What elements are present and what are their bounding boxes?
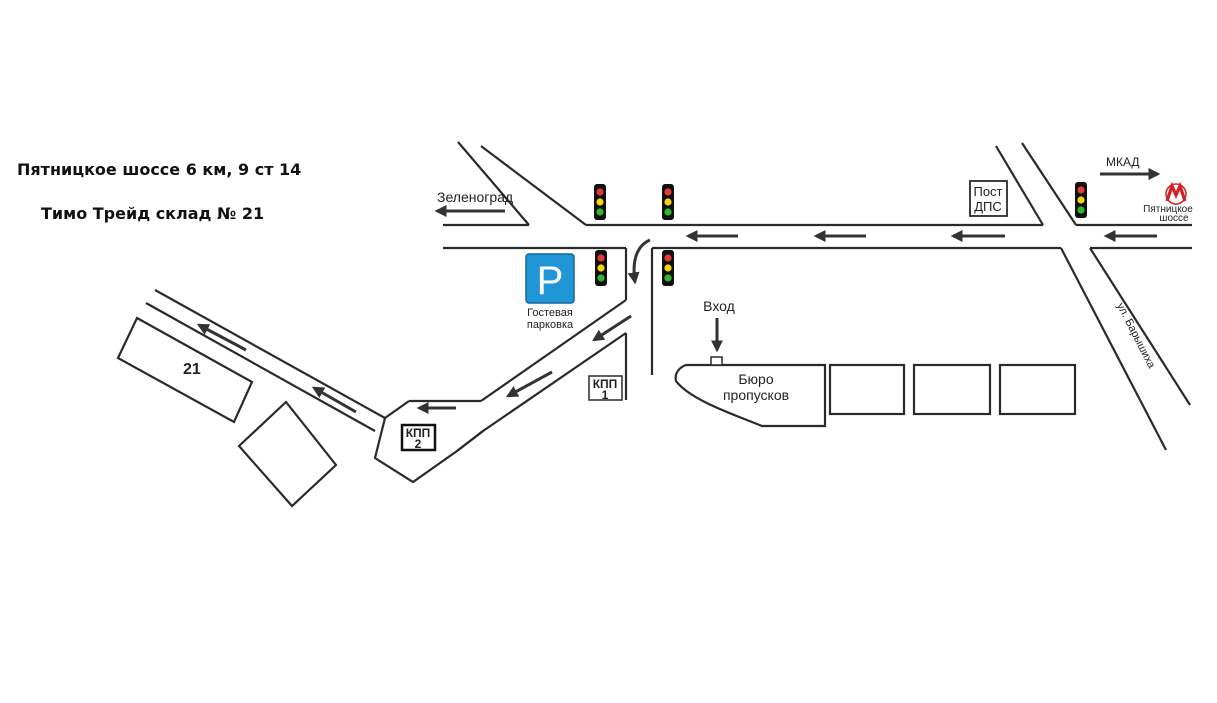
warehouse-building-2: [237, 400, 338, 508]
warehouse-road: [145, 289, 386, 432]
side-road: [624, 248, 654, 400]
svg-text:P: P: [537, 259, 564, 303]
parking-label-line1: Гостевая: [527, 307, 573, 319]
bureau-label-line1: Бюро: [738, 371, 773, 387]
zelenograd-label: Зеленоград: [437, 189, 513, 205]
metro-icon: [1165, 181, 1187, 205]
direction-arrow-icon: [311, 386, 357, 414]
turn-arrow-icon: [627, 238, 651, 285]
mkad-label: МКАД: [1106, 155, 1140, 169]
building-b: [912, 363, 992, 416]
address-title: Пятницкое шоссе 6 км, 9 ст 14: [17, 160, 302, 179]
direction-arrow-icon: [591, 314, 632, 342]
dps-label-line1: Пост: [973, 184, 1002, 199]
dps-post: [969, 180, 1008, 217]
bureau-label-line2: пропусков: [723, 387, 789, 403]
traffic-light-icon: [594, 184, 606, 220]
checkpoint-2: [400, 423, 437, 452]
street-baryshikha: [995, 142, 1191, 451]
parking-label-line2: парковка: [527, 319, 574, 331]
direction-arrow-icon: [196, 323, 247, 352]
building-c: [998, 363, 1077, 416]
warehouse-number: 21: [183, 361, 201, 378]
bureau-building: Бюро пропусков: [674, 356, 827, 428]
kpp2-label-line1: КПП: [406, 426, 431, 440]
kpp1-label-line2: 1: [602, 388, 609, 402]
kpp1-label-line1: КПП: [593, 377, 618, 391]
traffic-light-icon: [1075, 182, 1087, 218]
metro-label-line1: Пятницкое: [1143, 204, 1193, 215]
kpp2-label-line2: 2: [415, 437, 422, 451]
parking-icon: P: [525, 253, 575, 304]
company-title: Тимо Трейд склад № 21: [41, 204, 265, 223]
access-road: [373, 299, 627, 484]
checkpoint-1: [588, 375, 623, 401]
entrance-door: [710, 356, 723, 366]
dps-label-line2: ДПС: [974, 199, 1002, 214]
warehouse-21-building: [116, 316, 254, 424]
main-road: [443, 223, 1192, 250]
diagonal-roads: [443, 141, 587, 227]
building-a: [828, 363, 906, 416]
entrance-label: Вход: [703, 298, 735, 314]
traffic-light-icon: [662, 250, 674, 286]
traffic-light-icon: [595, 250, 607, 286]
direction-arrow-icon: [505, 370, 553, 398]
metro-label-line2: шоссе: [1159, 213, 1189, 224]
traffic-light-icon: [662, 184, 674, 220]
